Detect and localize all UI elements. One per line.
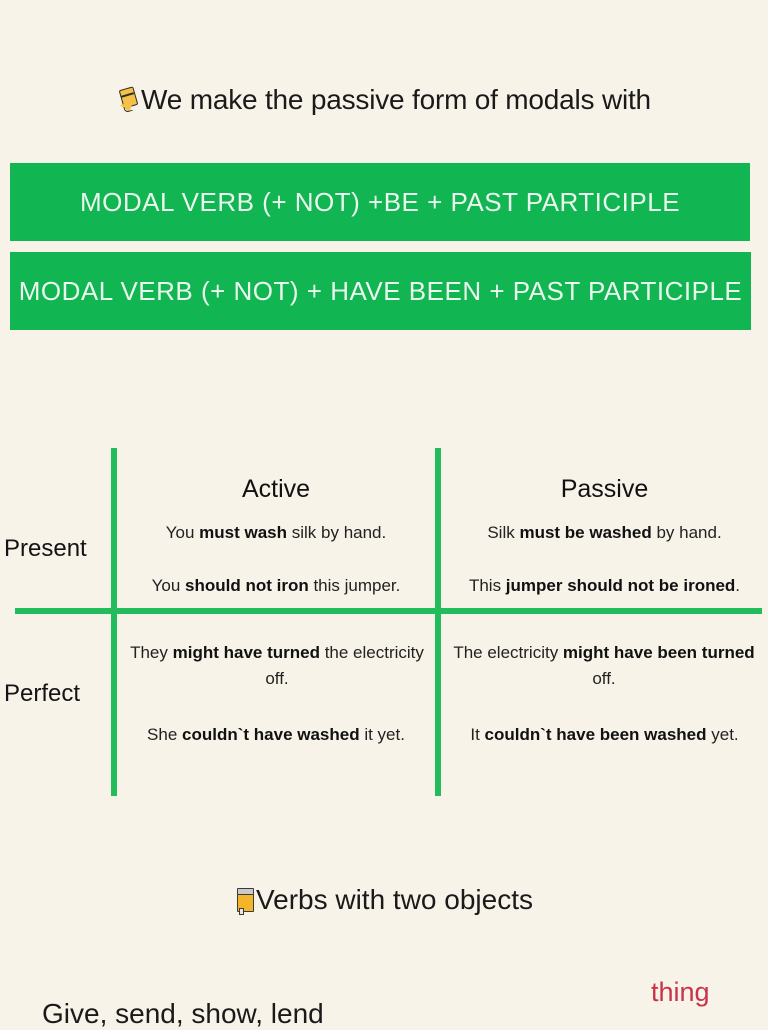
table-cell-perfect-active-1: They might have turned the electricity o… [127, 640, 427, 691]
verbs-list-text: Give, send, show, lend [42, 998, 324, 1029]
book-icon [235, 888, 255, 915]
table-cell-present-active-1: You must wash silk by hand. [117, 520, 435, 546]
table-cell-present-passive-2: This jumper should not be ironed. [441, 573, 768, 599]
cell-text-pre: It [470, 725, 485, 744]
cell-text-bold: couldn`t have washed [182, 725, 360, 744]
table-cell-present-passive-1: Silk must be washed by hand. [441, 520, 768, 546]
formula-banner-simple-text: MODAL VERB (+ NOT) +BE + PAST PARTICIPLE [79, 186, 681, 217]
thing-label: thing [651, 977, 710, 1007]
cell-text-pre: She [147, 725, 183, 744]
active-passive-table: Active Passive Present Perfect You must … [0, 440, 768, 800]
formula-banner-perfect: MODAL VERB (+ NOT) + HAVE BEEN + PAST PA… [10, 252, 751, 330]
cell-text-post: by hand. [651, 523, 722, 542]
table-cell-perfect-active-2: She couldn`t have washed it yet. [117, 722, 435, 748]
table-column-header-active: Active [241, 475, 311, 503]
cell-text-post: the electricity off. [265, 643, 424, 688]
cell-text-bold: jumper should not be ironed [505, 576, 736, 595]
cell-text-pre: This [468, 576, 506, 595]
cell-text-pre: They [130, 643, 173, 662]
table-cell-perfect-passive-2: It couldn`t have been washed yet. [441, 722, 768, 748]
table-column-header-passive: Passive [560, 475, 649, 503]
table-vertical-divider-left [111, 448, 117, 796]
cell-text-bold: might have been turned [562, 643, 755, 662]
pencil-icon [117, 86, 139, 114]
cell-text-bold: should not iron [185, 576, 309, 595]
cell-text-pre: Silk [487, 523, 520, 542]
cell-text-post: . [735, 576, 741, 595]
cell-text-bold: must wash [199, 523, 288, 542]
page-title-text: We make the passive form of modals with [141, 84, 651, 115]
section-title-verbs-two-objects: Verbs with two objects [0, 884, 768, 916]
table-row-label-present: Present [4, 535, 87, 562]
cell-text-bold: couldn`t have been washed [484, 725, 707, 744]
formula-banner-simple: MODAL VERB (+ NOT) +BE + PAST PARTICIPLE [10, 163, 750, 241]
section-title-text: Verbs with two objects [255, 884, 534, 915]
cell-text-bold: might have turned [172, 643, 320, 662]
table-horizontal-divider [15, 608, 762, 614]
cell-text-pre: You [165, 523, 200, 542]
cell-text-pre: You [151, 576, 186, 595]
cell-text-post: yet. [706, 725, 739, 744]
formula-banner-perfect-text: MODAL VERB (+ NOT) + HAVE BEEN + PAST PA… [18, 275, 743, 306]
table-row-label-perfect: Perfect [4, 680, 81, 707]
table-cell-perfect-passive-1: The electricity might have been turned o… [448, 640, 760, 691]
cell-text-bold: must be washed [519, 523, 652, 542]
cell-text-post: this jumper. [308, 576, 401, 595]
table-vertical-divider-right [435, 448, 441, 796]
cell-text-post: silk by hand. [287, 523, 387, 542]
table-cell-present-active-2: You should not iron this jumper. [117, 573, 435, 599]
cell-text-post: off. [592, 668, 616, 688]
page-title: We make the passive form of modals with [0, 84, 768, 116]
cell-text-post: it yet. [359, 725, 405, 744]
cell-text-pre: The electricity [453, 643, 563, 662]
